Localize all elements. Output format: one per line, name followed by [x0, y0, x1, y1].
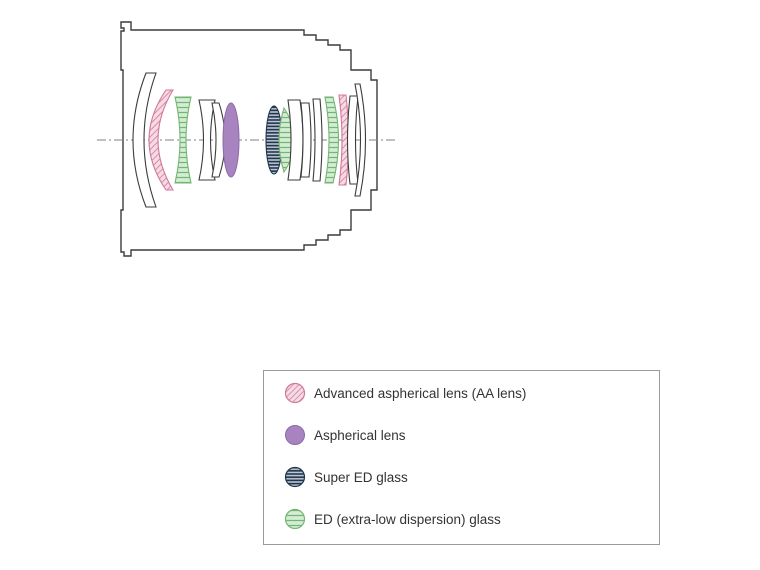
- ed-lens-element-3: [324, 96, 340, 184]
- legend-label-aa-lens: Advanced aspherical lens (AA lens): [314, 385, 527, 401]
- aspherical-swatch-icon: [285, 425, 305, 445]
- legend-item-aspherical: Aspherical lens: [284, 423, 406, 447]
- aa-lens-element: [148, 89, 174, 191]
- legend-label-super-ed: Super ED glass: [314, 469, 408, 485]
- aspherical-lens-element: [222, 102, 240, 178]
- legend-label-aspherical: Aspherical lens: [314, 427, 406, 443]
- super-ed-swatch-icon: [284, 466, 306, 488]
- legend-item-super-ed: Super ED glass: [284, 465, 408, 489]
- aa-lens-swatch-icon: [284, 382, 306, 404]
- ed-swatch-icon: [284, 508, 306, 530]
- ed-lens-element-1: [174, 96, 192, 184]
- legend-label-ed-glass: ED (extra-low dispersion) glass: [314, 511, 501, 527]
- lens-barrel-outline: [120, 21, 378, 257]
- front-meniscus-lens: [132, 72, 157, 208]
- rear-lens-element-2: [312, 98, 323, 182]
- rear-filter-glass: [354, 83, 367, 197]
- positive-lens-element: [211, 102, 226, 178]
- legend-item-ed-glass: ED (extra-low dispersion) glass: [284, 507, 501, 531]
- legend-box: Advanced aspherical lens (AA lens) Asphe…: [263, 370, 660, 545]
- biconcave-lens-element: [198, 99, 216, 181]
- legend-item-aa-lens: Advanced aspherical lens (AA lens): [284, 381, 526, 405]
- rear-lens-element-1: [300, 102, 312, 178]
